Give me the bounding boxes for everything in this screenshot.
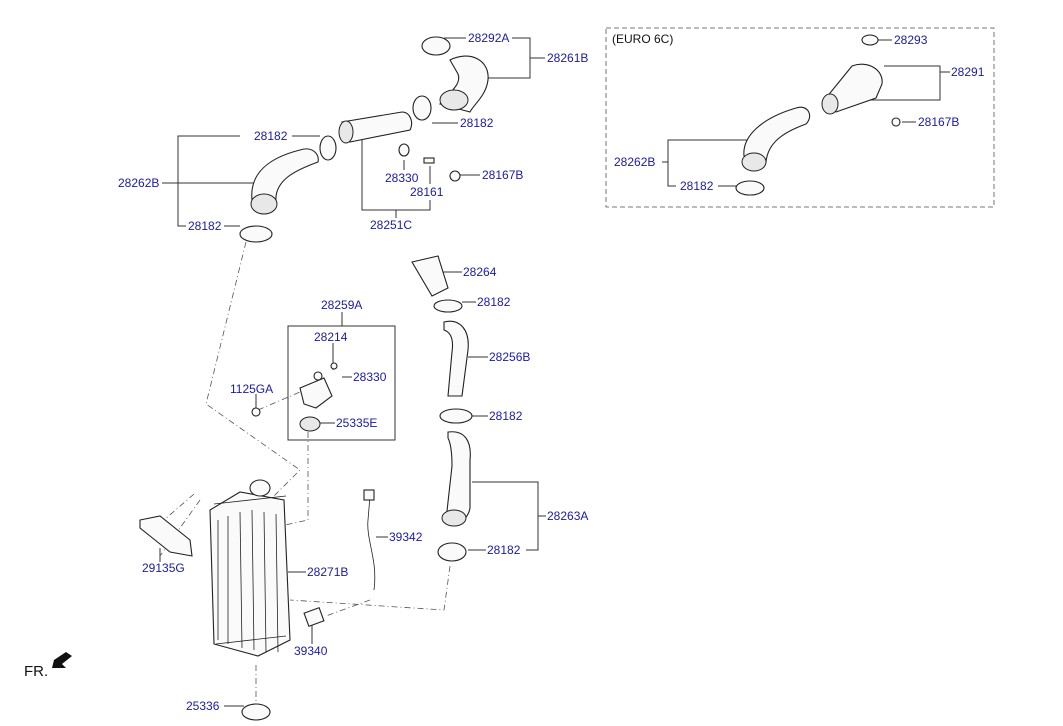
label-28271B: 28271B: [307, 565, 348, 579]
label-28256B: 28256B: [489, 350, 530, 364]
label-28263A: 28263A: [547, 509, 588, 523]
label-euro-28167B: 28167B: [918, 115, 959, 129]
front-arrow-icon: [52, 652, 72, 668]
label-28167B: 28167B: [482, 168, 523, 182]
label-28182-mid1: 28182: [477, 295, 511, 309]
bracket-29135G: [139, 515, 193, 557]
label-28161: 28161: [410, 185, 444, 199]
variant-label: (EURO 6C): [612, 32, 673, 46]
label-euro-28293: 28293: [894, 33, 928, 47]
hose-28262B: [239, 148, 319, 243]
label-29135G: 29135G: [142, 561, 185, 575]
connection-lines: [159, 241, 451, 704]
label-25335E: 25335E: [336, 416, 377, 430]
sensor-39340: [303, 606, 325, 628]
label-28330-top: 28330: [385, 171, 419, 185]
euro6c-parts: [735, 34, 901, 196]
label-euro-28291: 28291: [951, 65, 985, 79]
hose-28261B: [412, 36, 489, 121]
label-28251C: 28251C: [370, 218, 412, 232]
label-28292A: 28292A: [468, 31, 509, 45]
euro6c-variant-box: [605, 27, 995, 208]
hose-28263A: [437, 431, 471, 562]
hose-28256B: [439, 320, 473, 424]
label-1125GA: 1125GA: [230, 382, 273, 396]
label-28264: 28264: [463, 265, 497, 279]
part-labels: 28292A 28261B 28182 28182 28262B 28182 2…: [118, 31, 985, 713]
label-25336: 25336: [186, 699, 220, 713]
label-euro-28262B: 28262B: [614, 155, 655, 169]
sensor-cable-39342: [363, 489, 376, 591]
label-39342: 39342: [389, 530, 423, 544]
label-euro-28182: 28182: [680, 179, 714, 193]
label-39340: 39340: [294, 644, 328, 658]
label-28214: 28214: [314, 330, 348, 344]
leader-lines: [159, 37, 950, 707]
label-28182-low: 28182: [487, 543, 521, 557]
mount-25336: [241, 703, 271, 721]
label-28259A: 28259A: [321, 298, 362, 312]
front-label: FR.: [24, 663, 48, 680]
label-28182-hose-bottom: 28182: [188, 219, 222, 233]
bracket-28259A: [251, 362, 338, 432]
label-28182-top-left: 28182: [254, 129, 288, 143]
label-28261B: 28261B: [547, 51, 588, 65]
label-28330-mid: 28330: [353, 370, 387, 384]
intercooler-28271B: [209, 479, 291, 657]
label-28262B: 28262B: [118, 176, 159, 190]
label-28182-mid2: 28182: [489, 409, 523, 423]
pipe-28264: [411, 255, 463, 313]
label-28182-top-right: 28182: [460, 116, 494, 130]
pipe-28251C: [319, 111, 461, 182]
